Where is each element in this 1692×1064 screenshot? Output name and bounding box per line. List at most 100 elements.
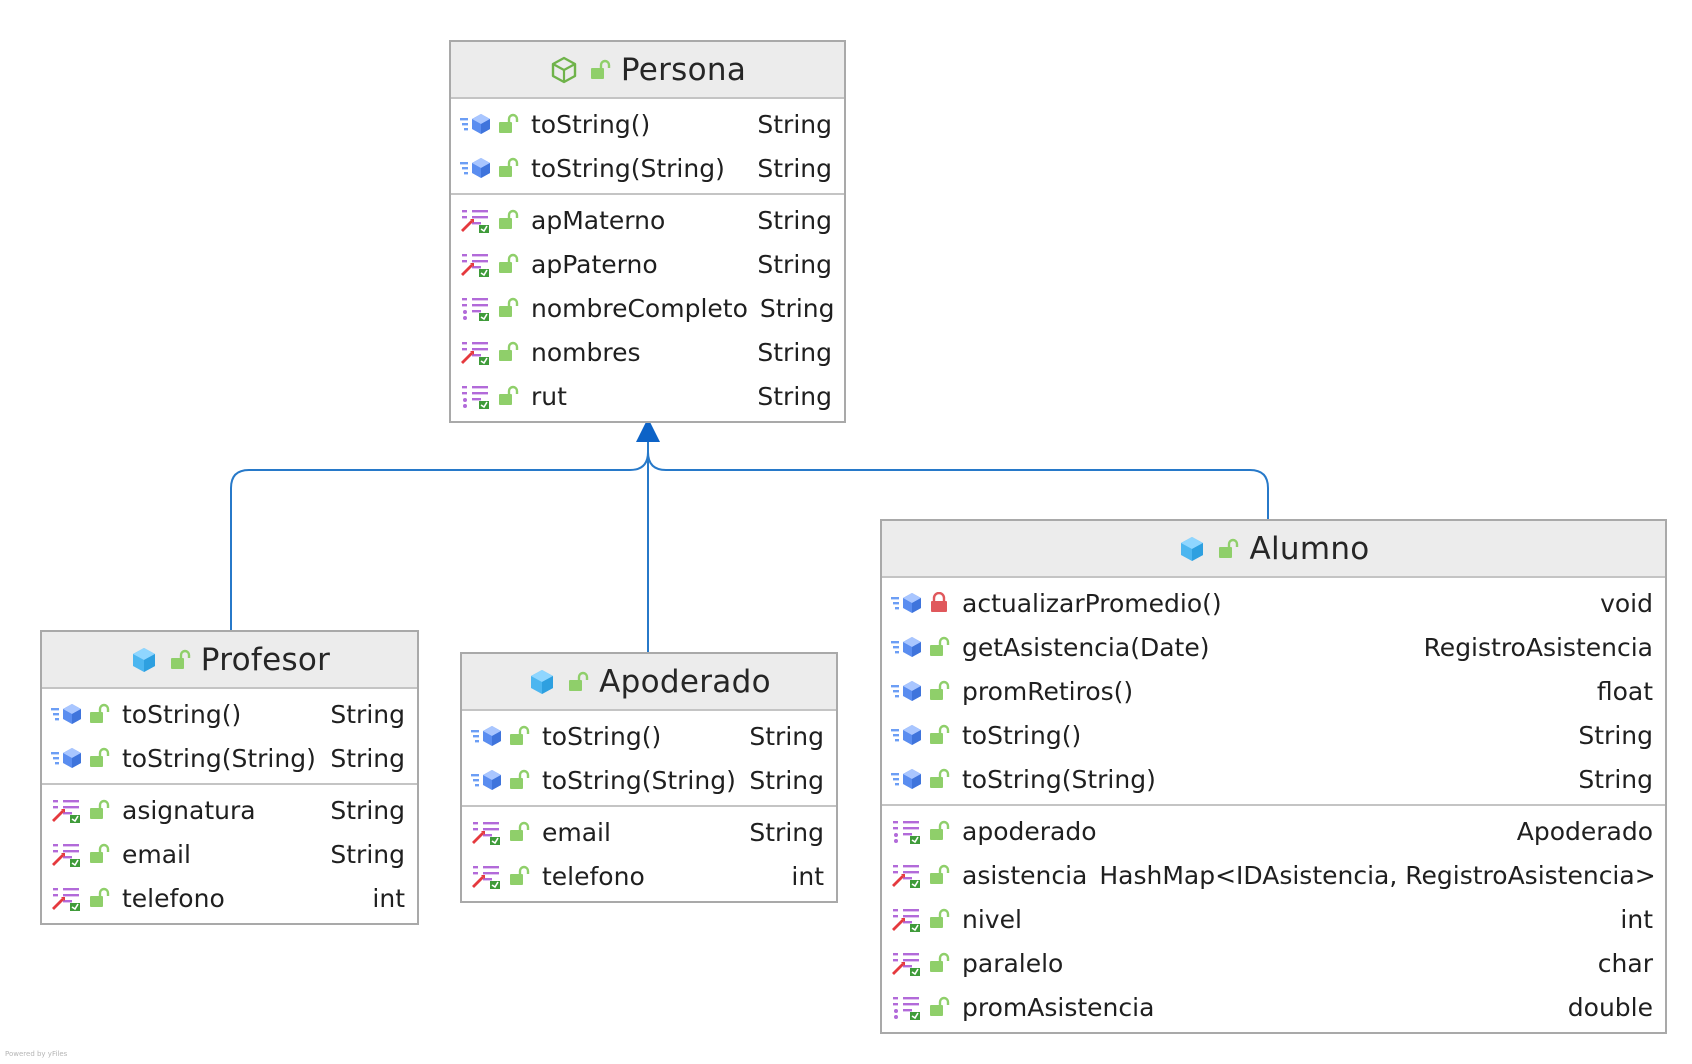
member-name: asignatura — [122, 795, 256, 825]
field-row[interactable]: asistencia HashMap<IDAsistencia, Registro… — [882, 853, 1665, 897]
unlocked-icon — [928, 768, 950, 790]
class-icon — [1181, 536, 1204, 561]
edge-alumno-persona[interactable] — [647, 440, 1269, 519]
member-type: void — [1600, 588, 1653, 618]
member-name: nombreCompleto — [531, 293, 748, 323]
class-icon — [531, 669, 554, 694]
method-icon — [470, 766, 504, 794]
field-rw-icon — [470, 818, 504, 846]
field-row[interactable]: nombreCompleto String — [451, 286, 844, 330]
member-type: HashMap<IDAsistencia, RegistroAsistencia… — [1099, 860, 1656, 890]
edge-profesor-persona[interactable] — [230, 440, 649, 630]
member-type: String — [1578, 764, 1653, 794]
method-icon — [470, 722, 504, 750]
member-name: apoderado — [962, 816, 1097, 846]
class-header: Persona — [451, 42, 844, 99]
method-icon — [890, 633, 924, 661]
method-row[interactable]: toString(String) String — [882, 757, 1665, 801]
method-row[interactable]: toString(String)String — [451, 146, 844, 190]
member-type: String — [757, 249, 832, 279]
member-name: toString() — [531, 109, 651, 139]
field-ro-icon — [459, 294, 493, 322]
field-ro-icon — [890, 993, 924, 1021]
unlocked-icon — [928, 724, 950, 746]
unlocked-icon — [88, 843, 110, 865]
member-name: toString(String) — [962, 764, 1156, 794]
member-name: asistencia — [962, 860, 1088, 890]
member-name: nombres — [531, 337, 641, 367]
class-header: Alumno — [882, 521, 1665, 578]
method-row[interactable]: toString(String)String — [42, 736, 417, 780]
unlocked-icon — [1219, 538, 1239, 558]
method-row[interactable]: toString()String — [42, 692, 417, 736]
method-row[interactable]: actualizarPromedio()void — [882, 581, 1665, 625]
member-name: toString() — [122, 699, 242, 729]
method-row[interactable]: getAsistencia(Date)RegistroAsistencia — [882, 625, 1665, 669]
method-row[interactable]: toString()String — [462, 714, 836, 758]
class-name: Alumno — [1249, 530, 1370, 567]
member-name: promRetiros() — [962, 676, 1134, 706]
member-type: String — [1578, 720, 1653, 750]
member-type: String — [759, 293, 835, 323]
field-rw-icon — [459, 338, 493, 366]
field-ro-icon — [459, 382, 493, 410]
method-row[interactable]: promRetiros()float — [882, 669, 1665, 713]
abstract-class-icon — [551, 56, 577, 83]
member-type: String — [749, 765, 824, 795]
method-row[interactable]: toString()String — [451, 102, 844, 146]
unlocked-icon — [590, 59, 611, 79]
field-rw-icon — [50, 840, 84, 868]
unlocked-icon — [88, 799, 110, 821]
member-name: apMaterno — [531, 205, 666, 235]
unlocked-icon — [508, 865, 530, 887]
member-name: email — [542, 817, 611, 847]
method-icon — [890, 677, 924, 705]
member-name: paralelo — [962, 948, 1064, 978]
member-type: int — [372, 883, 405, 913]
member-name: getAsistencia(Date) — [962, 632, 1210, 662]
unlocked-icon — [928, 864, 950, 886]
unlocked-icon — [928, 952, 950, 974]
member-type: String — [749, 721, 824, 751]
unlocked-icon — [170, 649, 190, 669]
class-name: Persona — [620, 51, 747, 88]
unlocked-icon — [497, 157, 519, 179]
method-row[interactable]: toString()String — [882, 713, 1665, 757]
locked-icon — [928, 591, 950, 614]
member-type: char — [1597, 948, 1653, 978]
field-rw-icon — [459, 250, 493, 278]
member-type: String — [749, 817, 824, 847]
method-row[interactable]: toString(String)String — [462, 758, 836, 802]
member-name: nivel — [962, 904, 1022, 934]
class-name: Apoderado — [599, 663, 771, 700]
member-type: String — [757, 153, 832, 183]
field-rw-icon — [470, 862, 504, 890]
unlocked-icon — [569, 671, 589, 691]
footer-credit: Powered by yFiles — [5, 1050, 68, 1058]
field-row[interactable]: paralelo char — [882, 941, 1665, 985]
method-icon — [459, 110, 493, 138]
field-row[interactable]: email String — [462, 810, 836, 854]
unlocked-icon — [928, 908, 950, 930]
member-type: int — [791, 861, 824, 891]
